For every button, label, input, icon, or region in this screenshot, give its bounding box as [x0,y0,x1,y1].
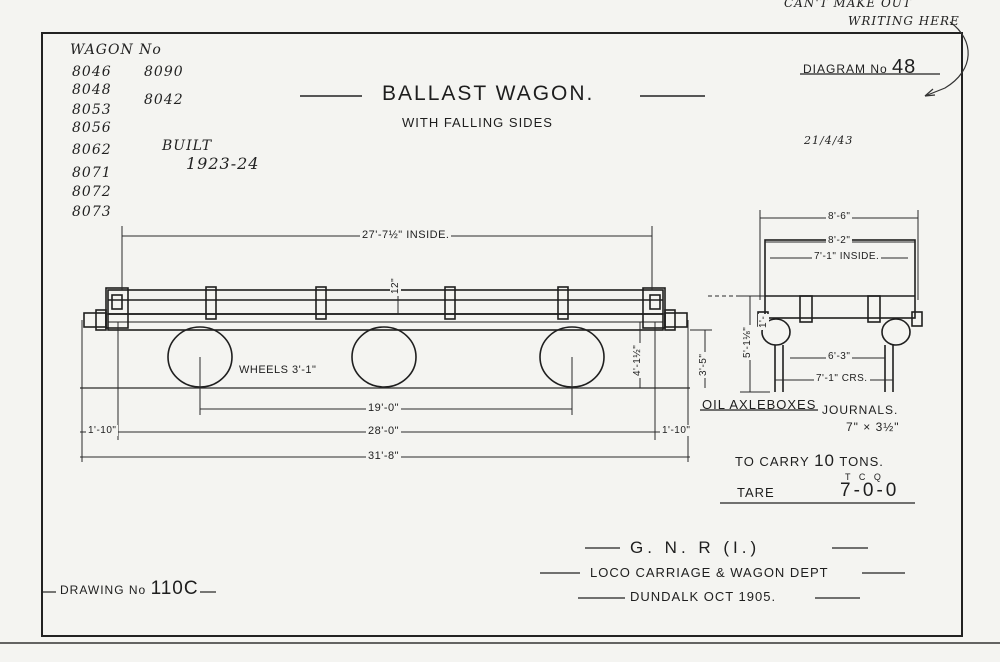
diagram-number: 48 [892,56,917,78]
dim-wheels: WHEELS 3'-1" [239,364,317,376]
end-view [757,239,923,392]
spec-journals-value: 7" × 3½" [846,420,900,434]
dim-overhang-left: 1'-10" [86,425,119,436]
side-view [83,286,688,388]
top-note-line2: WRITING HERE [848,14,960,28]
spec-carry: TO CARRY 10 TONS. [735,451,884,471]
drawing-subtitle: WITH FALLING SIDES [402,115,553,130]
dim-frame-length: 28'-0" [366,425,402,437]
top-note-line1: CAN'T MAKE OUT [784,0,912,10]
wagon-number: 8062 [72,142,112,158]
drawing-number-block: DRAWING No 110C [60,578,199,600]
dim-end-centres: 7'-1" CRS. [814,373,870,384]
revision-date: 21/4/43 [804,134,854,147]
built-label: BUILT [162,138,213,154]
wagon-no-label: WAGON No [70,42,162,58]
drawing-number-label: DRAWING No [60,583,147,597]
spec-axleboxes: OIL AXLEBOXES [702,397,817,412]
dim-wheelbase: 19'-0" [366,402,402,414]
company-place-date: DUNDALK OCT 1905. [630,589,777,604]
dim-height-a: 4'-1½" [632,342,643,378]
wagon-number: 8053 [72,102,112,118]
spec-carry-unit: TONS. [839,454,884,469]
dim-end-height-total: 5'-1⅛" [742,324,753,360]
spec-carry-label: TO CARRY [735,454,810,469]
diagram-label-text: DIAGRAM No [803,62,888,76]
wagon-number: 8071 [72,165,112,181]
dim-end-overall-width: 8'-6" [826,211,853,222]
dim-overhang-right: 1'-10" [660,425,693,436]
sheet-border [41,32,963,637]
dim-inside-length: 27'-7½" INSIDE. [360,229,452,241]
company-name: G. N. R (I.) [630,538,761,557]
dim-side-height: 12" [390,275,401,296]
drawing-number: 110C [150,578,199,599]
wagon-number: 8048 [72,82,112,98]
drawing-title: BALLAST WAGON. [382,82,595,105]
spec-tare-label: TARE [737,485,775,500]
wagon-number: 8090 [144,64,184,80]
spec-tare-units: T C Q [845,472,884,482]
company-dept: LOCO CARRIAGE & WAGON DEPT [590,565,829,580]
diagram-label: DIAGRAM No 48 [803,56,916,79]
dim-overall-length: 31'-8" [366,450,402,462]
built-years: 1923-24 [186,154,260,173]
spec-carry-value: 10 [814,451,836,470]
dim-end-height-small: 1'- [758,313,769,330]
end-view-dimensions [708,210,919,393]
dim-end-width-c: 6'-3" [826,351,853,362]
wagon-number: 8056 [72,120,112,136]
dim-end-inside-width: 7'-1" INSIDE. [812,251,882,262]
spec-journals-label: JOURNALS. [822,403,899,417]
wagon-number: 8073 [72,204,112,220]
wagon-number: 8046 [72,64,112,80]
title-block-rules [540,547,905,599]
wagon-number: 8042 [144,92,184,108]
wagon-number: 8072 [72,184,112,200]
dim-height-b: 3'-5" [698,351,709,378]
spec-tare-value: 7-0-0 [840,480,900,501]
dim-end-width-b: 8'-2" [826,235,853,246]
